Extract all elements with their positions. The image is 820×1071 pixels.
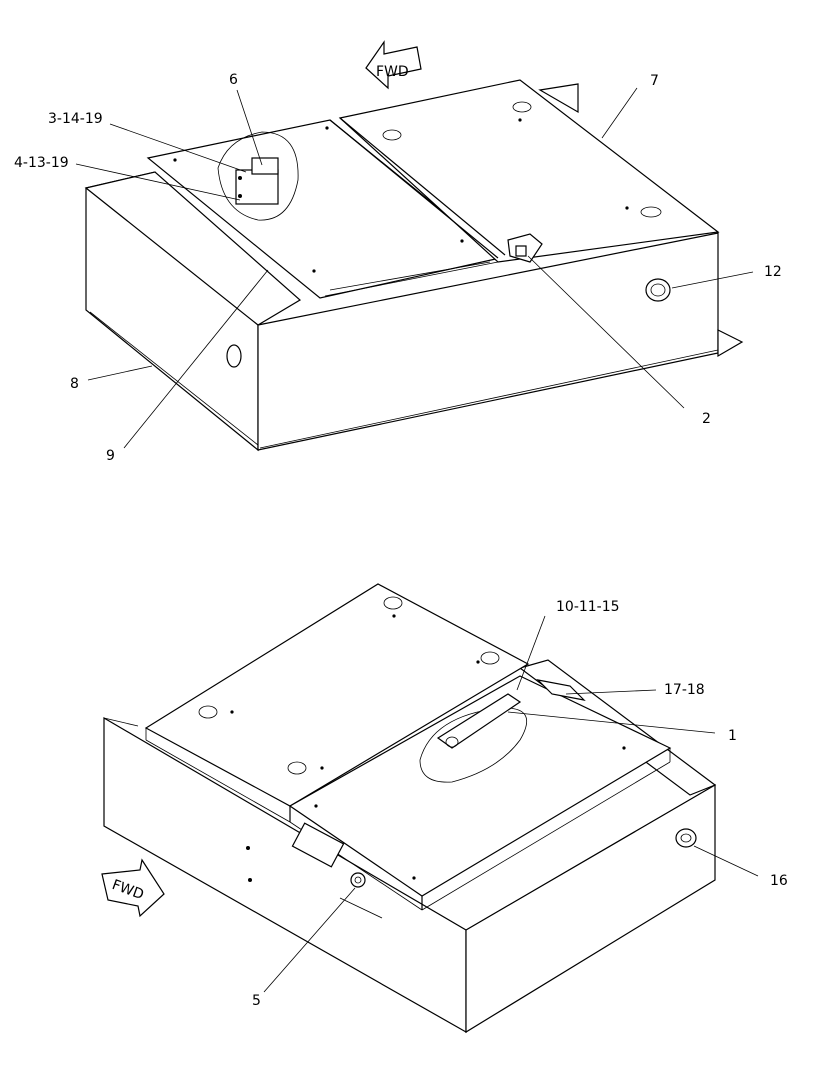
latch-detail xyxy=(217,131,299,221)
bottom-assembly: FWD 10-11-15 17-18 1 16 5 xyxy=(101,583,788,1034)
callout-9: 9 xyxy=(106,448,115,464)
fwd-arrow-bottom: FWD xyxy=(101,858,165,918)
callout-8: 8 xyxy=(70,376,79,392)
callout-10-11-15: 10-11-15 xyxy=(556,599,620,615)
callout-6: 6 xyxy=(229,72,238,88)
box-top-lip xyxy=(84,171,302,326)
grommet-12 xyxy=(645,278,671,302)
cover-panel-left-bottom xyxy=(144,583,530,807)
fwd-label-top: FWD xyxy=(376,64,409,80)
callout-2: 2 xyxy=(702,411,711,427)
callout-4-13-19: 4-13-19 xyxy=(14,155,69,171)
callout-1: 1 xyxy=(728,728,737,744)
callout-7: 7 xyxy=(650,73,659,89)
knob-5 xyxy=(350,872,366,888)
fwd-arrow-top: FWD xyxy=(365,40,422,90)
latch-17-18 xyxy=(536,679,586,701)
handle-2 xyxy=(507,233,543,263)
grommet-16 xyxy=(675,828,697,848)
right-flange xyxy=(717,329,744,358)
callout-16: 16 xyxy=(770,873,788,889)
top-assembly: FWD xyxy=(14,40,782,464)
hinge-detail xyxy=(419,693,528,783)
callout-3-14-19: 3-14-19 xyxy=(48,111,103,127)
callout-17-18: 17-18 xyxy=(664,682,705,698)
callout-5: 5 xyxy=(252,993,261,1009)
callout-12: 12 xyxy=(764,264,782,280)
rear-flange xyxy=(538,83,579,114)
